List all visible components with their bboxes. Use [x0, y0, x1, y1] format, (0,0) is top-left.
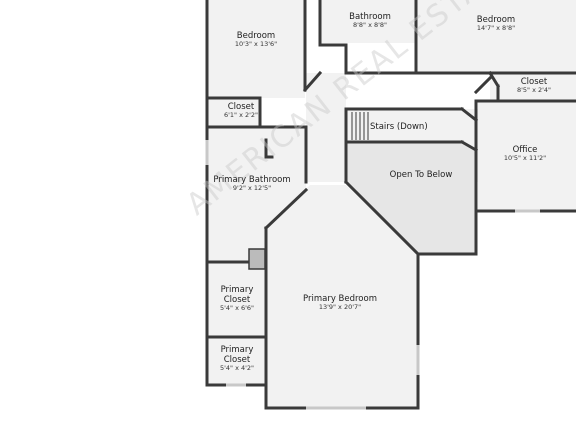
room-dimensions: 13'9" x 20'7" — [318, 303, 362, 312]
room-dimensions: 14'7" x 8'8" — [476, 24, 516, 33]
primary-bedroom-floor — [266, 185, 418, 408]
room-name: Open To Below — [389, 170, 453, 180]
room-name: Primary Bathroom — [213, 175, 291, 185]
room-dimensions: 6'1" x 2'2" — [223, 111, 259, 120]
room-dimensions: 5'4" x 6'6" — [219, 304, 255, 313]
room-bedroom-left: Bedroom 10'3" x 13'6" — [214, 31, 298, 49]
room-primary-closet-2: Primary Closet 5'4" x 4'2" — [212, 345, 262, 373]
room-dimensions: 8'8" x 8'8" — [352, 21, 388, 30]
room-name: Bathroom — [349, 12, 391, 22]
closet-left-floor — [207, 98, 259, 126]
room-bathroom: Bathroom 8'8" x 8'8" — [330, 12, 410, 30]
bathroom-floor — [320, 0, 416, 43]
fixture-hatch — [248, 248, 266, 270]
room-dimensions: 9'2" x 12'5" — [232, 184, 272, 193]
room-dimensions: 5'4" x 4'2" — [219, 364, 255, 373]
room-name: Office — [512, 145, 538, 155]
room-primary-closet-1: Primary Closet 5'4" x 6'6" — [212, 285, 262, 313]
room-name: Bedroom — [476, 15, 516, 25]
office-floor — [478, 101, 576, 211]
room-name: Primary Closet — [220, 285, 254, 306]
walls — [205, 0, 576, 410]
room-dimensions: 10'3" x 13'6" — [234, 40, 278, 49]
windows — [205, 140, 540, 410]
open-to-below-area — [346, 142, 476, 254]
room-name: Closet — [520, 77, 548, 87]
stairs-steps — [351, 112, 369, 140]
closet-right-floor — [490, 73, 576, 101]
room-bedroom-right: Bedroom 14'7" x 8'8" — [446, 15, 546, 33]
room-name: Primary Bedroom — [303, 294, 377, 304]
stairs-label: Stairs (Down) — [370, 122, 428, 132]
primary-closet-1-floor — [207, 263, 265, 336]
bedroom-right-floor — [416, 0, 576, 73]
room-closet-right: Closet 8'5" x 2'4" — [506, 77, 562, 95]
room-name: Bedroom — [236, 31, 276, 41]
room-dimensions: 10'5" x 11'2" — [503, 154, 547, 163]
room-dimensions: 8'5" x 2'4" — [516, 86, 552, 95]
room-name: Closet — [227, 102, 255, 112]
room-name: Primary Closet — [220, 345, 254, 366]
room-open-to-below: Open To Below — [374, 170, 468, 180]
room-primary-bedroom: Primary Bedroom 13'9" x 20'7" — [292, 294, 388, 312]
room-office: Office 10'5" x 11'2" — [488, 145, 562, 163]
room-closet-left: Closet 6'1" x 2'2" — [213, 102, 269, 120]
primary-closet-2-floor — [207, 338, 265, 385]
room-primary-bathroom: Primary Bathroom 9'2" x 12'5" — [208, 175, 296, 193]
bedroom-left-floor — [207, 0, 305, 98]
